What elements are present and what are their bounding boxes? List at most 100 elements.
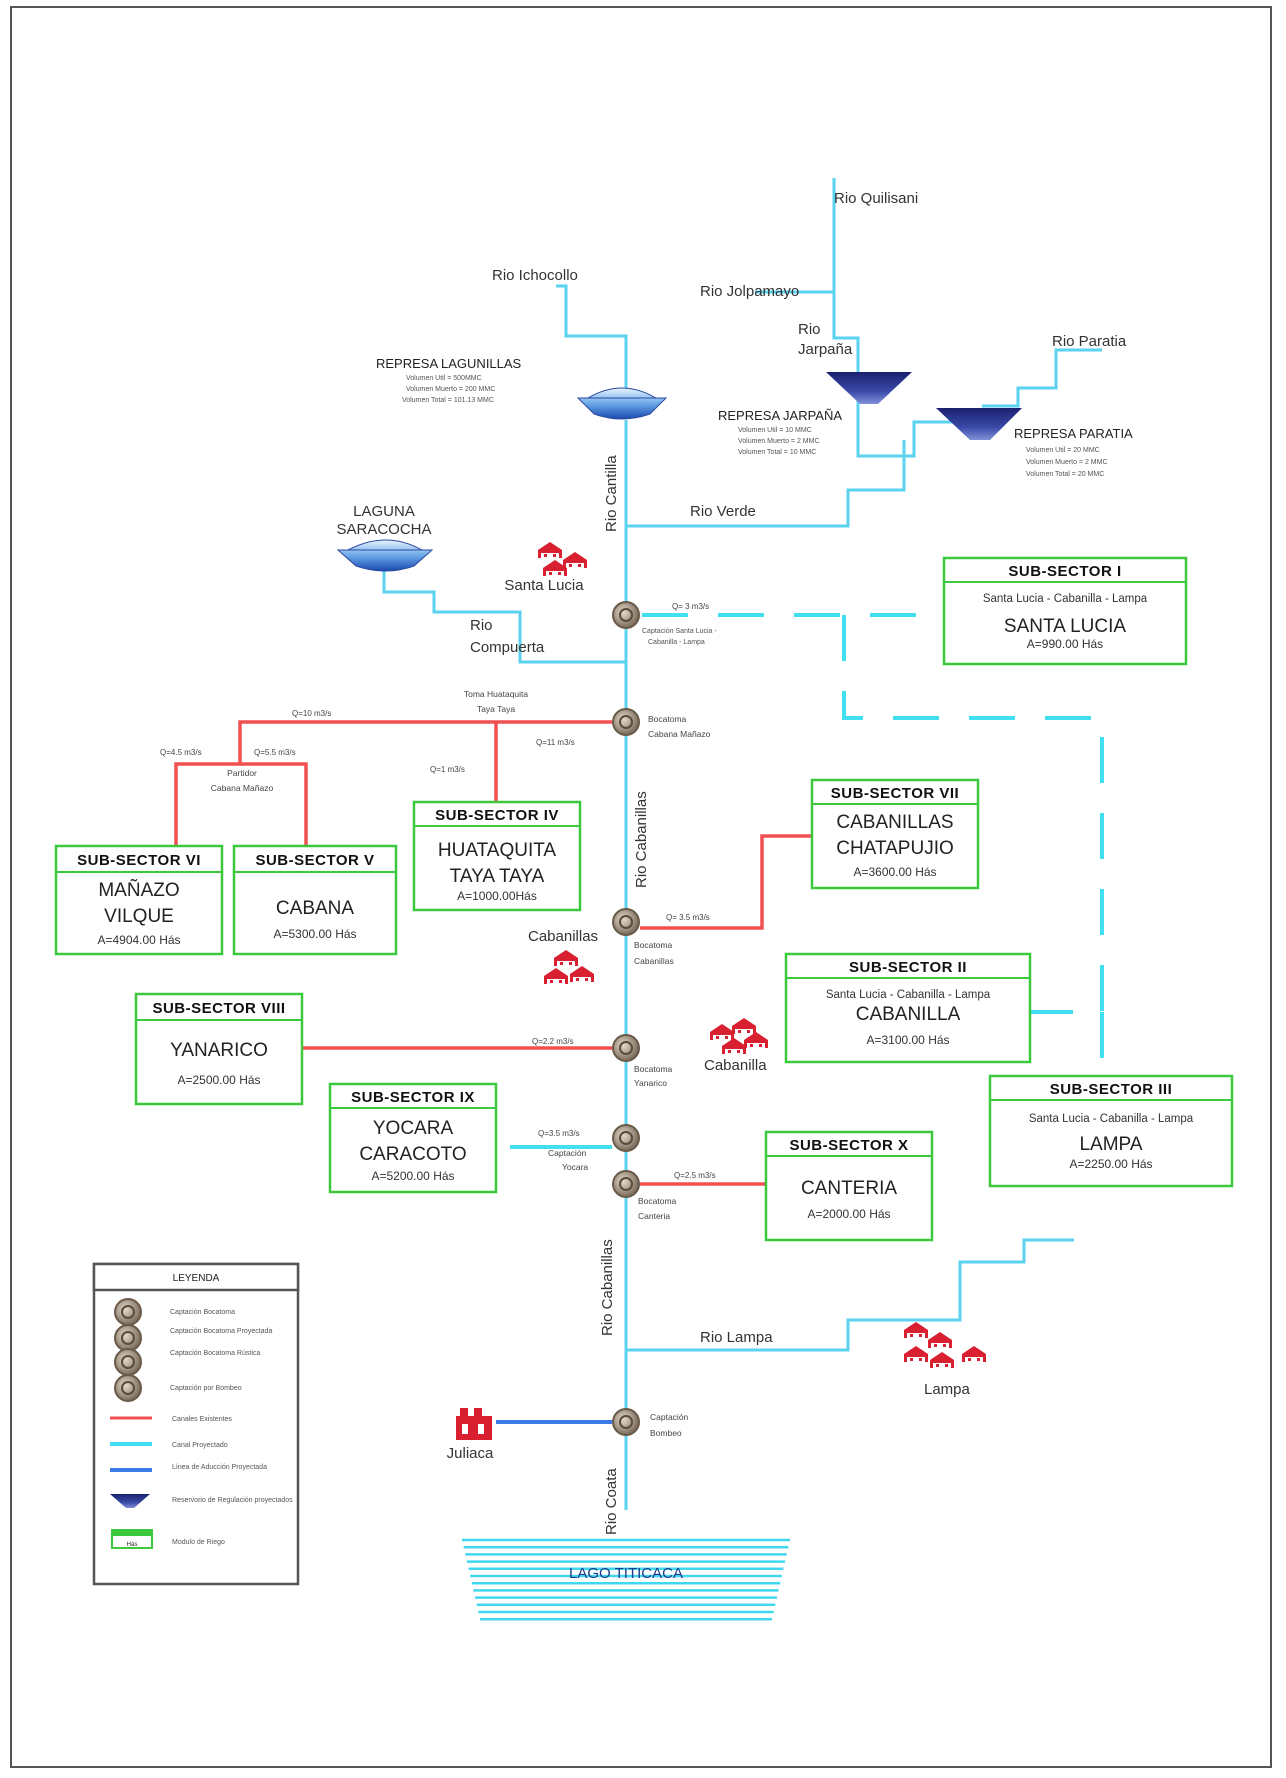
intake-cabanillas: Q= 3.5 m3/s Bocatoma Cabanillas <box>612 908 710 966</box>
reservoir-name: REPRESA PARATIA <box>1014 426 1133 441</box>
reservoir-name: REPRESA JARPAÑA <box>718 408 842 423</box>
canal-label: Cabana Mañazo <box>211 783 274 793</box>
canal-label: Taya Taya <box>477 704 515 714</box>
town-name: Cabanillas <box>528 928 598 945</box>
legend-label: Reservorio de Regulación proyectados <box>172 1497 293 1504</box>
sub-sector-ix: SUB-SECTOR IX YOCARA CARACOTO A=5200.00 … <box>328 1082 498 1194</box>
legend-label: Modulo de Riego <box>172 1539 225 1546</box>
intake-flow: Q=3.5 m3/s <box>538 1129 580 1138</box>
river-label: Rio Ichocollo <box>492 267 578 284</box>
lake-name: LAGO TITICACA <box>569 1565 683 1582</box>
reservoir-detail: Volumen Total = 20 MMC <box>1026 471 1104 478</box>
sub-sector-name: MAÑAZO <box>98 879 179 901</box>
legend-swatch-text: Hás <box>127 1542 138 1548</box>
reservoir-name: REPRESA LAGUNILLAS <box>376 356 522 371</box>
canal-flow: Q=10 m3/s <box>292 709 331 718</box>
legend-label: Captación por Bombeo <box>170 1385 242 1392</box>
sub-sector-area: A=3600.00 Hás <box>853 865 936 879</box>
intake-label: Cabana Mañazo <box>648 729 711 739</box>
town-lampa: Lampa <box>904 1322 986 1398</box>
intake-yanarico: Q=2.2 m3/s Bocatoma Yanarico <box>532 1034 673 1088</box>
laguna-saracocha: LAGUNA SARACOCHA <box>336 503 434 572</box>
sub-sector-viii: SUB-SECTOR VIII YANARICO A=2500.00 Hás <box>134 992 304 1106</box>
reservoir-icon <box>936 408 1022 440</box>
town-juliaca: Juliaca <box>447 1408 494 1462</box>
existing-canals <box>174 720 812 1424</box>
intake-label: Bombeo <box>650 1428 682 1438</box>
legend-label: Captación Bocatoma Proyectada <box>170 1328 272 1335</box>
town-name: Lampa <box>924 1381 971 1398</box>
intake-flow: Q= 3.5 m3/s <box>666 913 710 922</box>
sub-sector-title: SUB-SECTOR II <box>849 959 967 976</box>
intake-label: Bocatoma <box>638 1196 677 1206</box>
canal-flow: Q=5.5 m3/s <box>254 748 296 757</box>
intake-santa-lucia: Q= 3 m3/s Captación Santa Lucia - Cabani… <box>612 601 717 646</box>
sub-sector-area: A=5300.00 Hás <box>273 927 356 941</box>
intake-flow: Q= 3 m3/s <box>672 602 709 611</box>
legend-label: Línea de Aducción Proyectada <box>172 1464 267 1471</box>
sub-sector-iv: SUB-SECTOR IV HUATAQUITA TAYA TAYA A=100… <box>412 800 582 912</box>
river-label: Rio Quilisani <box>834 190 918 207</box>
lake-icon <box>336 539 434 572</box>
intake-label: Canteria <box>638 1211 670 1221</box>
sub-sector-title: SUB-SECTOR X <box>789 1137 908 1154</box>
reservoir-icon <box>110 1494 150 1508</box>
intake-flow: Q=2.2 m3/s <box>532 1037 574 1046</box>
sub-sector-name: LAMPA <box>1079 1134 1142 1155</box>
sub-sector-title: SUB-SECTOR I <box>1008 563 1121 580</box>
canal-label: Toma Huataquita <box>464 689 529 699</box>
lago-titicaca: LAGO TITICACA <box>462 1538 790 1622</box>
sub-sector-area: A=2500.00 Hás <box>177 1073 260 1087</box>
town-name: Cabanilla <box>704 1057 767 1074</box>
canal-flow: Q=1 m3/s <box>430 765 465 774</box>
intake-label: Bocatoma <box>648 714 687 724</box>
sub-sector-subtitle: Santa Lucia - Cabanilla - Lampa <box>1029 1113 1194 1125</box>
sub-sector-name: CARACOTO <box>359 1144 466 1165</box>
sub-sector-name: VILQUE <box>104 906 174 927</box>
river-label: Rio Jolpamayo <box>700 283 799 300</box>
sub-sector-i: SUB-SECTOR I Santa Lucia - Cabanilla - L… <box>942 556 1188 666</box>
canal-flow: Q=4.5 m3/s <box>160 748 202 757</box>
town-icon <box>904 1322 928 1338</box>
town-icon <box>554 950 578 966</box>
intake-flow: Q=11 m3/s <box>536 738 575 747</box>
sub-sector-area: A=2250.00 Hás <box>1069 1157 1152 1171</box>
town-name: Juliaca <box>447 1445 494 1462</box>
intake-icon <box>612 708 640 736</box>
page-frame <box>10 6 1272 1768</box>
intake-label: Yanarico <box>634 1078 667 1088</box>
sub-sector-vi: SUB-SECTOR VI MAÑAZO VILQUE A=4904.00 Há… <box>54 844 224 956</box>
sub-sector-subtitle: Santa Lucia - Cabanilla - Lampa <box>826 989 991 1001</box>
sub-sector-name: YOCARA <box>373 1118 454 1139</box>
sub-sector-v: SUB-SECTOR V CABANA A=5300.00 Hás <box>232 844 398 956</box>
reservoir-detail: Volumen Muerto = 200 MMC <box>406 386 495 393</box>
legend-title: LEYENDA <box>173 1273 220 1284</box>
river-label: Rio Lampa <box>700 1329 773 1346</box>
intake-icon <box>114 1324 142 1352</box>
reservoir-detail: Volumen Total = 101.13 MMC <box>402 397 494 404</box>
river-label: Rio Cabanillas <box>599 1239 616 1336</box>
intake-icon <box>114 1298 142 1326</box>
legend-label: Canal Proyectado <box>172 1442 228 1449</box>
sub-sector-area: A=990.00 Hás <box>1027 637 1103 651</box>
intake-label: Captación Santa Lucia - <box>642 628 717 635</box>
canal-label: Partidor <box>227 768 257 778</box>
sub-sector-vii: SUB-SECTOR VII CABANILLAS CHATAPUJIO A=3… <box>810 778 980 890</box>
intake-flow: Q=2.5 m3/s <box>674 1171 716 1180</box>
reservoir-detail: Volumen Util = 10 MMC <box>738 427 812 434</box>
sub-sector-title: SUB-SECTOR VI <box>77 852 201 869</box>
reservoir-paratia: REPRESA PARATIA Volumen Util = 20 MMC Vo… <box>936 408 1133 478</box>
intake-icon <box>612 1408 640 1436</box>
sub-sector-area: A=3100.00 Hás <box>866 1033 949 1047</box>
legend-label: Captación Bocatoma Rústica <box>170 1350 260 1357</box>
sub-sector-area: A=2000.00 Hás <box>807 1207 890 1221</box>
intake-yocara: Q=3.5 m3/s Captación Yocara <box>538 1124 640 1172</box>
sub-sector-name: TAYA TAYA <box>450 866 545 887</box>
intake-label: Captación <box>650 1412 689 1422</box>
river-label: Rio Cabanillas <box>633 791 650 888</box>
sub-sector-subtitle: Santa Lucia - Cabanilla - Lampa <box>983 593 1148 605</box>
sub-sector-title: SUB-SECTOR IX <box>351 1089 475 1106</box>
intake-bombeo: Captación Bombeo <box>612 1408 689 1438</box>
reservoir-detail: Volumen Total = 10 MMC <box>738 449 816 456</box>
sub-sector-name: CABANILLAS <box>836 812 953 833</box>
